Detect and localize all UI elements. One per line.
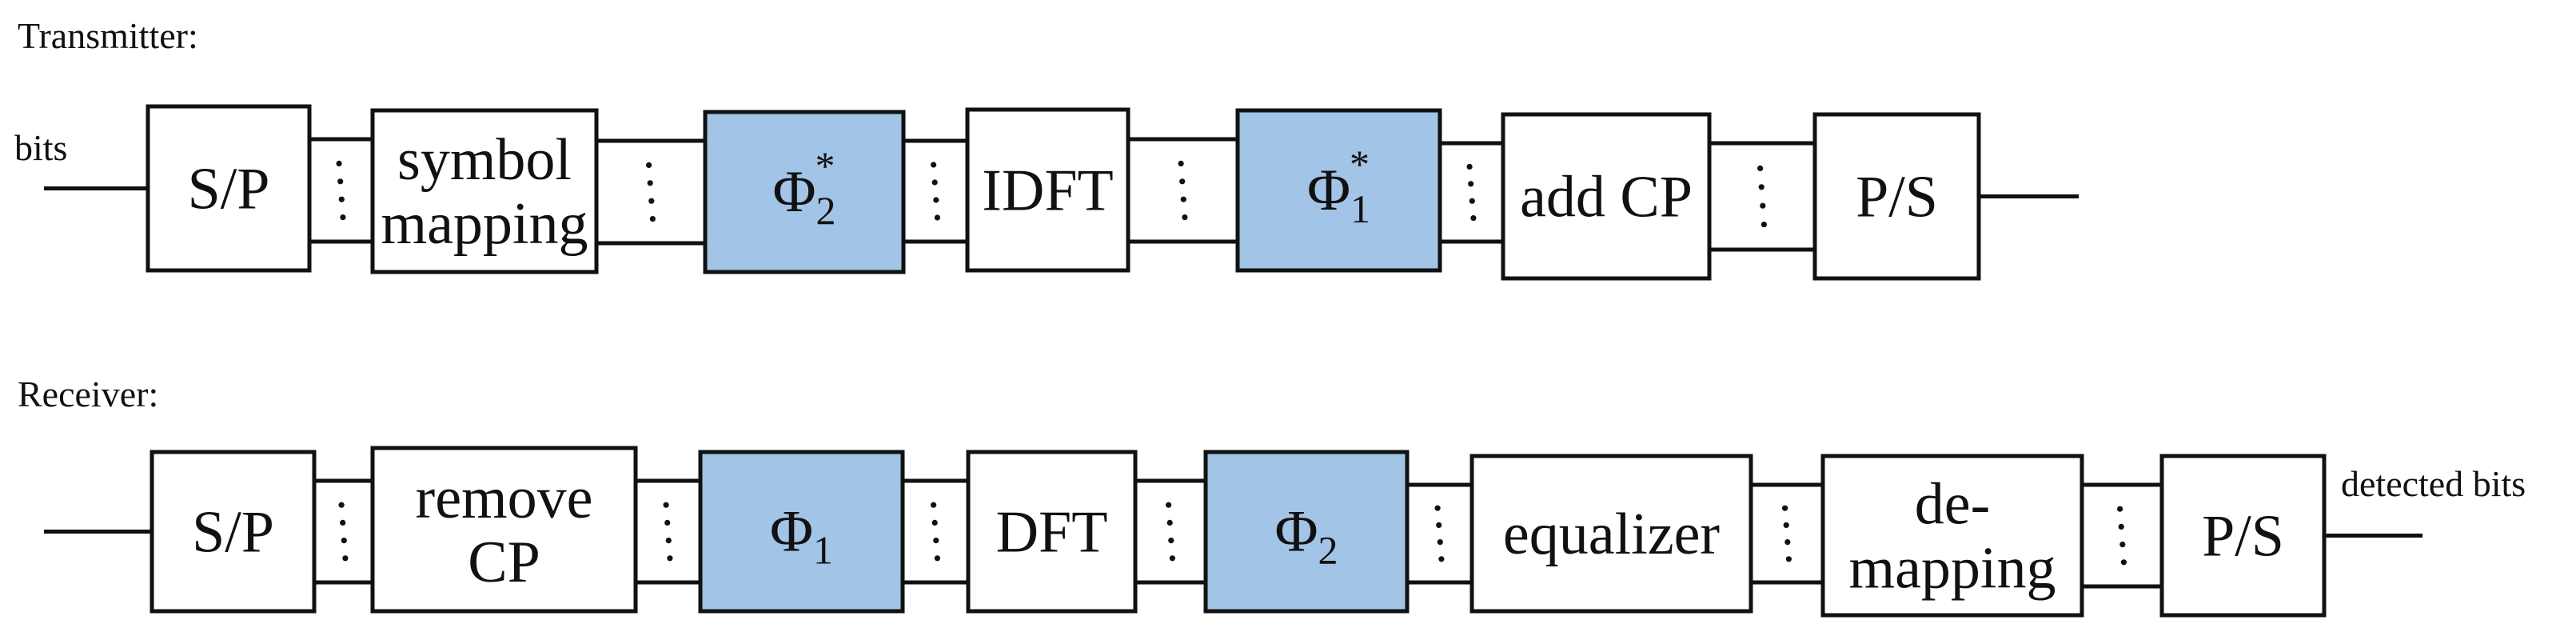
block-phi1-math: Φ1 bbox=[770, 499, 833, 573]
block-ps-box bbox=[2159, 454, 2327, 618]
block-de-mapping: de-mapping bbox=[1820, 454, 2084, 618]
block-remove-cp-box bbox=[370, 446, 638, 614]
parallel-streams-dots bbox=[663, 502, 673, 562]
block-remove-cp-label: CP bbox=[468, 530, 540, 595]
parallel-streams-dots bbox=[646, 162, 656, 222]
parallel-streams-dots bbox=[336, 160, 346, 221]
receiver-label: Receiver: bbox=[18, 374, 158, 414]
block-equalizer-label: equalizer bbox=[1503, 502, 1720, 567]
block-sp: S/P bbox=[146, 104, 312, 273]
block-sp-label: S/P bbox=[188, 157, 270, 222]
block-de-mapping-label: de- bbox=[1915, 472, 1991, 538]
block-dft-label: DFT bbox=[996, 500, 1108, 566]
parallel-streams-dots bbox=[1434, 505, 1445, 562]
block-add-cp-label: add CP bbox=[1520, 165, 1693, 230]
block-de-mapping-box bbox=[1820, 454, 2084, 618]
parallel-streams-dots bbox=[1166, 502, 1175, 562]
block-idft-label: IDFT bbox=[982, 158, 1113, 224]
block-sp-box bbox=[150, 450, 317, 614]
parallel-streams-dots bbox=[1466, 163, 1477, 222]
block-dft: DFT bbox=[966, 450, 1138, 614]
block-ps: P/S bbox=[1812, 112, 1981, 281]
block-phi1-conj: Φ1* bbox=[1235, 108, 1442, 273]
block-idft-box bbox=[965, 107, 1130, 273]
block-ps-label: P/S bbox=[1856, 165, 1938, 230]
parallel-streams-dots bbox=[1178, 160, 1188, 221]
block-add-cp: add CP bbox=[1501, 112, 1712, 281]
block-phi2-box bbox=[1203, 450, 1410, 614]
block-symbol-mapping-label: mapping bbox=[381, 191, 588, 257]
parallel-streams-dots bbox=[1757, 165, 1767, 228]
block-phi1-box bbox=[698, 450, 905, 614]
parallel-streams-dots bbox=[931, 502, 940, 562]
transmitter-input-label: bits bbox=[14, 127, 67, 168]
parallel-streams-dots bbox=[338, 502, 349, 562]
parallel-streams-dots bbox=[2117, 506, 2127, 566]
block-phi2-math: Φ2 bbox=[1274, 499, 1338, 573]
block-phi1-conj-box bbox=[1235, 108, 1442, 273]
block-equalizer-box bbox=[1469, 454, 1753, 614]
receiver-output-label: detected bits bbox=[2341, 463, 2526, 504]
parallel-streams-dots bbox=[931, 162, 940, 221]
transmitter-label: Transmitter: bbox=[18, 15, 198, 56]
block-equalizer: equalizer bbox=[1469, 454, 1753, 614]
block-phi2-conj-math: Φ2* bbox=[772, 143, 835, 233]
block-dft-box bbox=[966, 450, 1138, 614]
block-remove-cp-label: remove bbox=[416, 466, 593, 531]
block-phi2-conj-box bbox=[703, 110, 906, 274]
parallel-streams-dots bbox=[1782, 505, 1792, 562]
block-add-cp-box bbox=[1501, 112, 1712, 281]
block-de-mapping-label: mapping bbox=[1849, 536, 2056, 602]
block-phi2: Φ2 bbox=[1203, 450, 1410, 614]
block-symbol-mapping-label: symbol bbox=[397, 127, 572, 193]
block-ps-label: P/S bbox=[2202, 504, 2284, 570]
block-phi2-conj: Φ2* bbox=[703, 110, 906, 274]
block-ps: P/S bbox=[2159, 454, 2327, 618]
block-phi1: Φ1 bbox=[698, 450, 905, 614]
block-sp-label: S/P bbox=[192, 500, 274, 566]
block-idft: IDFT bbox=[965, 107, 1130, 273]
block-symbol-mapping-box bbox=[370, 108, 599, 274]
block-phi1-conj-math: Φ1* bbox=[1307, 142, 1370, 231]
block-sp: S/P bbox=[150, 450, 317, 614]
